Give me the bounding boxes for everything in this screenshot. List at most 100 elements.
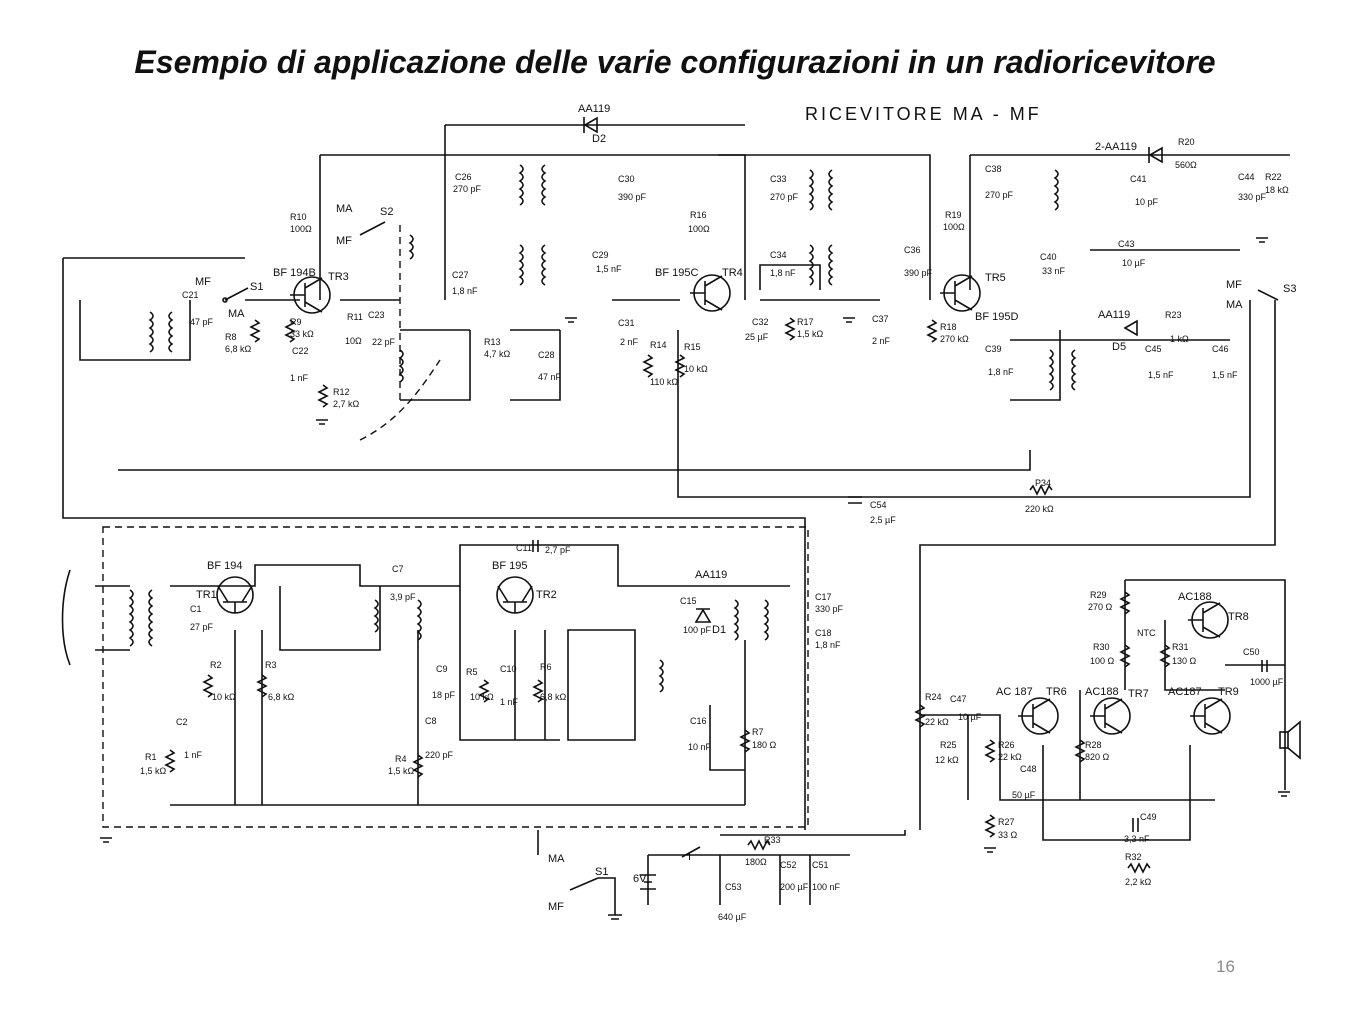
- c54-ref: C54: [870, 500, 887, 510]
- s1-ref: S1: [250, 281, 263, 293]
- tr3-type: BF 194B: [273, 267, 316, 279]
- d2-type: AA119: [578, 103, 610, 115]
- c17-ref: C17: [815, 592, 832, 602]
- r18-value: 270 kΩ: [940, 334, 969, 344]
- r27-ref: R27: [998, 817, 1015, 827]
- r24-ref: R24: [925, 692, 942, 702]
- c30-ref: C30: [618, 174, 635, 184]
- c7-value: 3,9 pF: [390, 592, 416, 602]
- c29-value: 1,5 nF: [596, 264, 622, 274]
- r27-value: 33 Ω: [998, 830, 1018, 840]
- r7-value: 180 Ω: [752, 740, 777, 750]
- tuning-link-dashed: [359, 359, 441, 441]
- c31-ref: C31: [618, 318, 635, 328]
- r10-value: 100Ω: [290, 224, 312, 234]
- c40-ref: C40: [1040, 252, 1057, 262]
- fm-tuner-wiring: [61, 544, 790, 855]
- r11-ref: R11: [347, 312, 363, 322]
- r1-value: 1,5 kΩ: [140, 766, 167, 776]
- r8-value: 6,8 kΩ: [225, 344, 252, 354]
- c51-ref: C51: [812, 860, 829, 870]
- r16-ref: R16: [690, 210, 707, 220]
- r1-ref: R1: [145, 752, 157, 762]
- c33-ref: C33: [770, 174, 787, 184]
- c46-value: 1,5 nF: [1212, 370, 1238, 380]
- r9-value: 33 kΩ: [290, 329, 314, 339]
- tr7-ref: TR7: [1128, 688, 1149, 700]
- c37-value: 2 nF: [872, 336, 891, 346]
- c52-value: 200 µF: [780, 882, 809, 892]
- diode-d5: AA119 D5: [1098, 309, 1138, 353]
- top-capacitor-labels: C21 47 pF C22 1 nF C23 22 pF C26 270 pF …: [182, 164, 1267, 525]
- d5-ref: D5: [1112, 341, 1126, 353]
- r13-ref: R13: [484, 337, 501, 347]
- s1-pos-ma: MA: [228, 308, 245, 320]
- c41-value: 10 pF: [1135, 197, 1159, 207]
- ntc-label: NTC: [1137, 628, 1156, 638]
- s1b-pos-mf: MF: [548, 901, 564, 913]
- c11-value: 2,7 pF: [545, 545, 571, 555]
- transistor-tr2: BF 195 TR2: [492, 560, 557, 614]
- c1-value: 27 pF: [190, 622, 214, 632]
- c15-value: 100 pF: [683, 625, 712, 635]
- r17-ref: R17: [797, 317, 814, 327]
- c50-value: 1000 µF: [1250, 677, 1284, 687]
- c49-ref: C49: [1140, 812, 1157, 822]
- r8-ref: R8: [225, 332, 237, 342]
- s1b-pos-ma: MA: [548, 853, 565, 865]
- d1-ref: D1: [712, 624, 726, 636]
- r28-value: 820 Ω: [1085, 752, 1110, 762]
- c17-value: 330 pF: [815, 604, 844, 614]
- c48-value: 50 µF: [1012, 790, 1036, 800]
- c43-ref: C43: [1118, 239, 1135, 249]
- c16-value: 10 nF: [688, 742, 712, 752]
- c11-ref: C11: [516, 543, 532, 553]
- tr2-ref: TR2: [536, 589, 557, 601]
- c18-value: 1,8 nF: [815, 640, 841, 650]
- c54-value: 2,5 µF: [870, 515, 896, 525]
- c34-ref: C34: [770, 250, 787, 260]
- c43-value: 10 µF: [1122, 258, 1146, 268]
- r30-ref: R30: [1093, 642, 1110, 652]
- r15-value: 10 kΩ: [684, 364, 708, 374]
- c10-value: 1 nF: [500, 697, 519, 707]
- r29-ref: R29: [1090, 590, 1107, 600]
- s2-ref: S2: [380, 206, 393, 218]
- top-resistor-labels: R8 6,8 kΩ R9 33 kΩ R10 100Ω R11 10Ω R12 …: [225, 137, 1289, 514]
- d2-ref: D2: [592, 133, 606, 145]
- c39-ref: C39: [985, 344, 1002, 354]
- transistor-tr7: AC188 TR7: [1085, 686, 1149, 735]
- tr6-ref: TR6: [1046, 686, 1067, 698]
- r25-ref: R25: [940, 740, 957, 750]
- c49-value: 3,3 nF: [1124, 834, 1150, 844]
- r20-value: 560Ω: [1175, 160, 1197, 170]
- transistor-tr8: AC188 TR8: [1178, 591, 1249, 639]
- r10-ref: R10: [290, 212, 307, 222]
- c32-value: 25 µF: [745, 332, 769, 342]
- c2-value: 1 nF: [184, 750, 203, 760]
- d3-type: 2-AA119: [1095, 141, 1137, 153]
- r13-value: 4,7 kΩ: [484, 349, 511, 359]
- c38-ref: C38: [985, 164, 1002, 174]
- c7-ref: C7: [392, 564, 404, 574]
- fm-tuner-box: [102, 526, 809, 828]
- p34-value: 220 kΩ: [1025, 504, 1054, 514]
- switch-s3: MF MA S3: [1226, 279, 1296, 311]
- r9-ref: R9: [290, 317, 302, 327]
- c45-value: 1,5 nF: [1148, 370, 1174, 380]
- transistor-tr6: AC 187 TR6: [996, 686, 1067, 735]
- top-coils: [148, 164, 1077, 391]
- fm-resistor-labels: R1 1,5 kΩ R2 10 kΩ R3 6,8 kΩ R4 1,5 kΩ R…: [140, 660, 777, 778]
- r2-ref: R2: [210, 660, 222, 670]
- c21-value: 47 pF: [190, 317, 214, 327]
- tr5-ref: TR5: [985, 272, 1006, 284]
- r19-ref: R19: [945, 210, 962, 220]
- r22-value: 18 kΩ: [1265, 185, 1289, 195]
- c41-ref: C41: [1130, 174, 1147, 184]
- r20-ref: R20: [1178, 137, 1195, 147]
- r5-ref: R5: [466, 667, 478, 677]
- top-wiring: [62, 124, 1290, 830]
- c38-value: 270 pF: [985, 190, 1014, 200]
- tr1-type: BF 194: [207, 560, 242, 572]
